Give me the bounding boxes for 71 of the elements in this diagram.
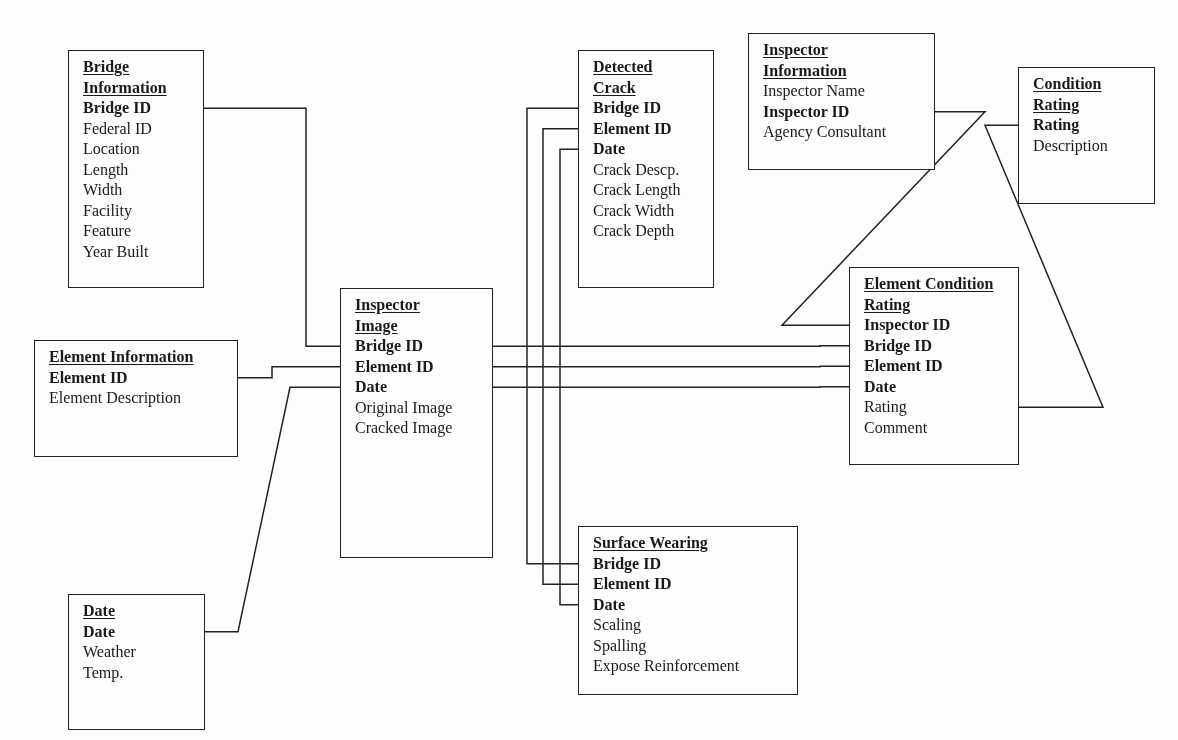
entity-table [578, 526, 798, 695]
entity-table [578, 50, 714, 288]
field-name: Facility [83, 200, 132, 221]
field-name: Original Image [355, 397, 453, 418]
field-name: Element ID [355, 356, 434, 377]
field-name: Crack Depth [593, 221, 675, 242]
field-name: Date [593, 594, 625, 615]
field-name: Width [83, 180, 123, 200]
connector-line [492, 386, 850, 388]
field-name: Spalling [593, 635, 647, 656]
entity-table [34, 340, 238, 457]
connector-line [203, 107, 341, 347]
field-name: Date [83, 621, 115, 642]
connector-line [559, 148, 579, 606]
connector-line [492, 345, 850, 347]
table-title: Date [83, 601, 115, 621]
field-name: Inspector ID [763, 101, 850, 122]
entity-table [340, 288, 493, 558]
field-name: Temp. [83, 662, 124, 683]
field-name: Element ID [49, 367, 128, 388]
field-name: Scaling [593, 615, 641, 636]
entity-table [1018, 67, 1155, 204]
connector-line [780, 111, 987, 326]
field-name: Description [1033, 135, 1108, 156]
entity-table [849, 267, 1019, 465]
field-name: Weather [83, 642, 136, 662]
field-name: Rating [1033, 115, 1080, 136]
field-name: Date [864, 376, 896, 397]
connector-line [526, 107, 579, 565]
connector-line [542, 128, 579, 585]
connector-line [492, 365, 850, 368]
table-title: Element Information [49, 347, 194, 367]
field-name: Location [83, 139, 140, 159]
field-name: Bridge ID [593, 98, 661, 119]
connector-line [204, 386, 341, 633]
field-name: Crack Width [593, 200, 675, 221]
field-name: Crack Length [593, 180, 681, 201]
field-name: Cracked Image [355, 418, 453, 439]
field-name: Feature [83, 221, 131, 241]
field-name: Date [593, 139, 625, 159]
table-title: Inspector Image [355, 295, 421, 336]
entity-table [748, 33, 935, 170]
field-name: Bridge ID [355, 336, 423, 357]
connector-line [237, 366, 341, 379]
field-name: Bridge ID [83, 98, 151, 119]
entity-table [68, 50, 204, 288]
field-name: Agency Consultant [763, 122, 887, 143]
table-title: Inspector Information [763, 40, 848, 81]
table-title: Bridge Information [83, 57, 168, 98]
entity-table [68, 594, 205, 730]
field-name: Element Description [49, 388, 181, 409]
field-name: Bridge ID [864, 335, 932, 356]
table-title: Detected Crack [593, 57, 654, 98]
field-name: Rating [864, 397, 907, 418]
field-name: Expose Reinforcement [593, 656, 740, 677]
field-name: Crack Descp. [593, 159, 680, 180]
table-title: Condition Rating [1033, 74, 1103, 115]
field-name: Element ID [593, 574, 672, 594]
table-title: Surface Wearing [593, 533, 708, 554]
connector-line [983, 124, 1105, 408]
field-name: Element ID [593, 118, 672, 139]
field-name: Length [83, 159, 129, 180]
field-name: Year Built [83, 241, 149, 262]
field-name: Comment [864, 417, 928, 438]
field-name: Inspector ID [864, 315, 951, 336]
table-title: Element Condition Rating [864, 274, 995, 315]
field-name: Inspector Name [763, 81, 865, 102]
field-name: Federal ID [83, 118, 152, 139]
field-name: Date [355, 377, 387, 397]
field-name: Element ID [864, 356, 943, 376]
field-name: Bridge ID [593, 553, 661, 574]
